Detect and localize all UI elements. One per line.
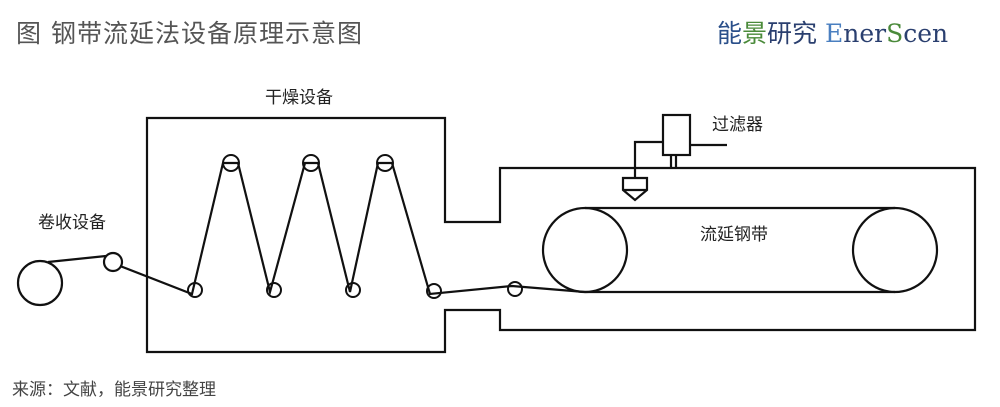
label-casting-belt: 流延钢带 — [700, 225, 768, 245]
film-path — [47, 161, 586, 297]
logo-letter: S — [886, 19, 904, 48]
brand-logo: 能景研究 EnerScen — [717, 14, 948, 50]
belt-drum-left — [541, 206, 629, 294]
dryer-roller — [426, 283, 442, 299]
equipment-housing — [145, 116, 977, 354]
label-filter: 过滤器 — [712, 115, 763, 135]
label-dryer: 干燥设备 — [265, 88, 333, 108]
dryer-roller — [222, 154, 240, 172]
casting-nozzle — [621, 176, 649, 202]
steel-belt — [541, 206, 939, 294]
logo-char: 研究 — [767, 19, 818, 48]
belt-drum-right — [851, 206, 939, 294]
source-note: 来源：文献，能景研究整理 — [12, 380, 216, 400]
logo-char: 景 — [742, 19, 768, 48]
logo-char: 能 — [717, 19, 743, 48]
label-winder: 卷收设备 — [38, 213, 106, 233]
filter-unit — [621, 113, 727, 202]
logo-letter: cen — [903, 19, 949, 48]
dryer-roller — [187, 282, 203, 298]
dryer-roller — [345, 282, 361, 298]
figure-title: 图 钢带流延法设备原理示意图 — [16, 19, 363, 48]
transfer-roller — [507, 281, 523, 297]
winder-roll — [16, 259, 64, 307]
dryer-roller — [376, 154, 394, 172]
logo-letter: ner — [843, 19, 887, 48]
guide-roller — [102, 251, 124, 273]
dryer-rollers — [187, 154, 523, 299]
dryer-roller — [266, 282, 282, 298]
dryer-roller — [302, 154, 320, 172]
logo-letter: E — [825, 19, 844, 48]
filter-body — [661, 113, 692, 157]
